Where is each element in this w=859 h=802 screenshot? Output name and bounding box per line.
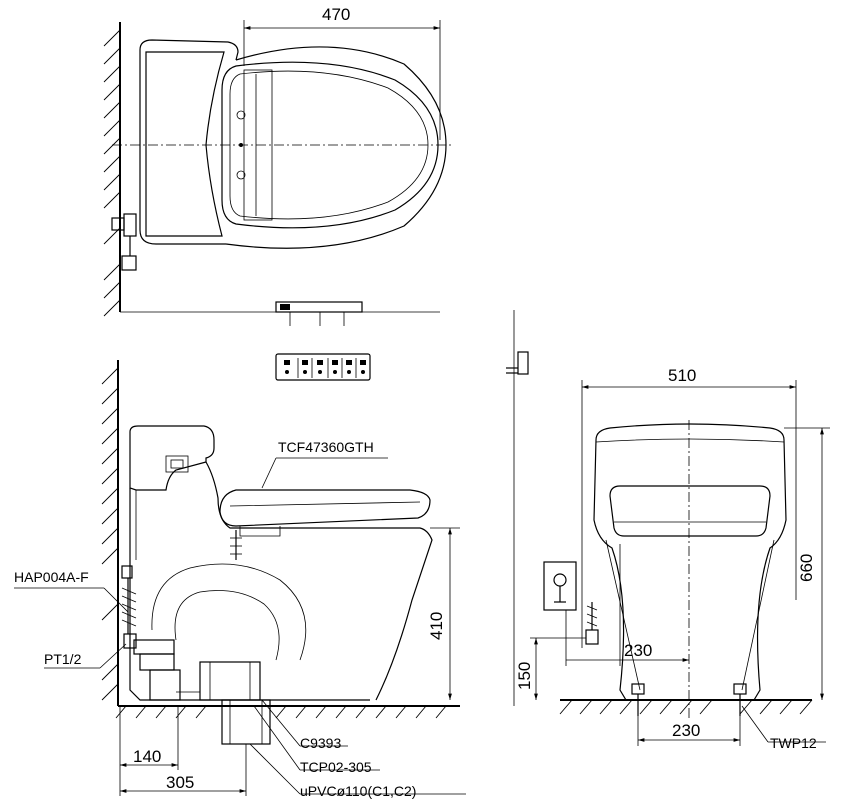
dim-410: 410 bbox=[427, 527, 460, 700]
dim-230-bolts: 230 bbox=[637, 716, 741, 746]
top-toilet-outline bbox=[139, 39, 447, 249]
side-tank bbox=[129, 425, 215, 491]
dim-140-label: 140 bbox=[133, 747, 161, 766]
dim-660: 660 bbox=[784, 427, 830, 700]
front-hose bbox=[585, 602, 599, 645]
side-drain-assembly bbox=[133, 639, 271, 745]
front-floor-bolts bbox=[631, 683, 747, 716]
dim-305: 305 bbox=[119, 744, 247, 796]
part-c9393: C9393 bbox=[300, 735, 341, 751]
valve-label: HAP004A-F bbox=[14, 569, 89, 585]
front-floor bbox=[559, 699, 813, 715]
flush-button bbox=[165, 455, 189, 473]
side-trapway bbox=[151, 563, 307, 661]
front-valve-box bbox=[543, 561, 577, 611]
top-view: 470 bbox=[103, 5, 452, 326]
side-wall bbox=[101, 360, 119, 706]
callout-valve: HAP004A-F bbox=[14, 569, 129, 613]
part-tcp: TCP02-305 bbox=[300, 759, 372, 775]
dim-470: 470 bbox=[243, 5, 441, 140]
dim-230-supply: 230 bbox=[565, 544, 689, 666]
remote-control bbox=[275, 353, 371, 381]
side-floor bbox=[115, 705, 460, 719]
top-seat-inner bbox=[229, 70, 429, 220]
dim-150: 150 bbox=[515, 637, 586, 700]
side-seat bbox=[219, 489, 431, 527]
front-seat-panel bbox=[609, 485, 771, 537]
bolt-label: TWP12 bbox=[770, 735, 817, 751]
callout-parts: C9393 TCP02-305 uPVCø110(C1,C2) bbox=[249, 699, 466, 799]
pipe-label: uPVCø110(C1,C2) bbox=[300, 783, 416, 799]
supply-offset-dim: 230 bbox=[624, 641, 652, 660]
bolt-spacing-dim: 230 bbox=[672, 721, 700, 740]
remote-wall-mount bbox=[275, 301, 363, 326]
side-view: 410 TCF47360GTH HAP004A-F PT1/2 140 bbox=[14, 360, 466, 799]
front-wall-valve bbox=[506, 351, 529, 375]
thread-label: PT1/2 bbox=[44, 651, 82, 667]
top-seat-outline bbox=[221, 61, 439, 229]
dim-510: 510 bbox=[581, 366, 797, 648]
callout-thread: PT1/2 bbox=[44, 643, 127, 669]
side-supply-valve bbox=[121, 565, 137, 649]
top-width-dim: 470 bbox=[322, 5, 350, 24]
supply-height-dim: 150 bbox=[515, 662, 534, 690]
side-spray-nozzle bbox=[230, 530, 242, 560]
dim-305-label: 305 bbox=[166, 773, 194, 792]
top-hinge-block bbox=[243, 69, 273, 221]
top-tank-inner bbox=[145, 51, 225, 237]
callout-seat-model: TCF47360GTH bbox=[261, 439, 388, 489]
callout-bolt: TWP12 bbox=[741, 705, 826, 751]
dim-140: 140 bbox=[119, 706, 179, 770]
front-view: 510 660 230 150 bbox=[506, 310, 830, 751]
top-supply-valve bbox=[111, 213, 137, 271]
front-toilet-outline bbox=[593, 423, 787, 701]
top-wall bbox=[103, 22, 121, 317]
front-width-dim: 510 bbox=[668, 366, 696, 385]
seat-model-label: TCF47360GTH bbox=[278, 439, 374, 455]
side-height-dim: 410 bbox=[427, 612, 446, 640]
front-height-dim: 660 bbox=[797, 554, 816, 582]
